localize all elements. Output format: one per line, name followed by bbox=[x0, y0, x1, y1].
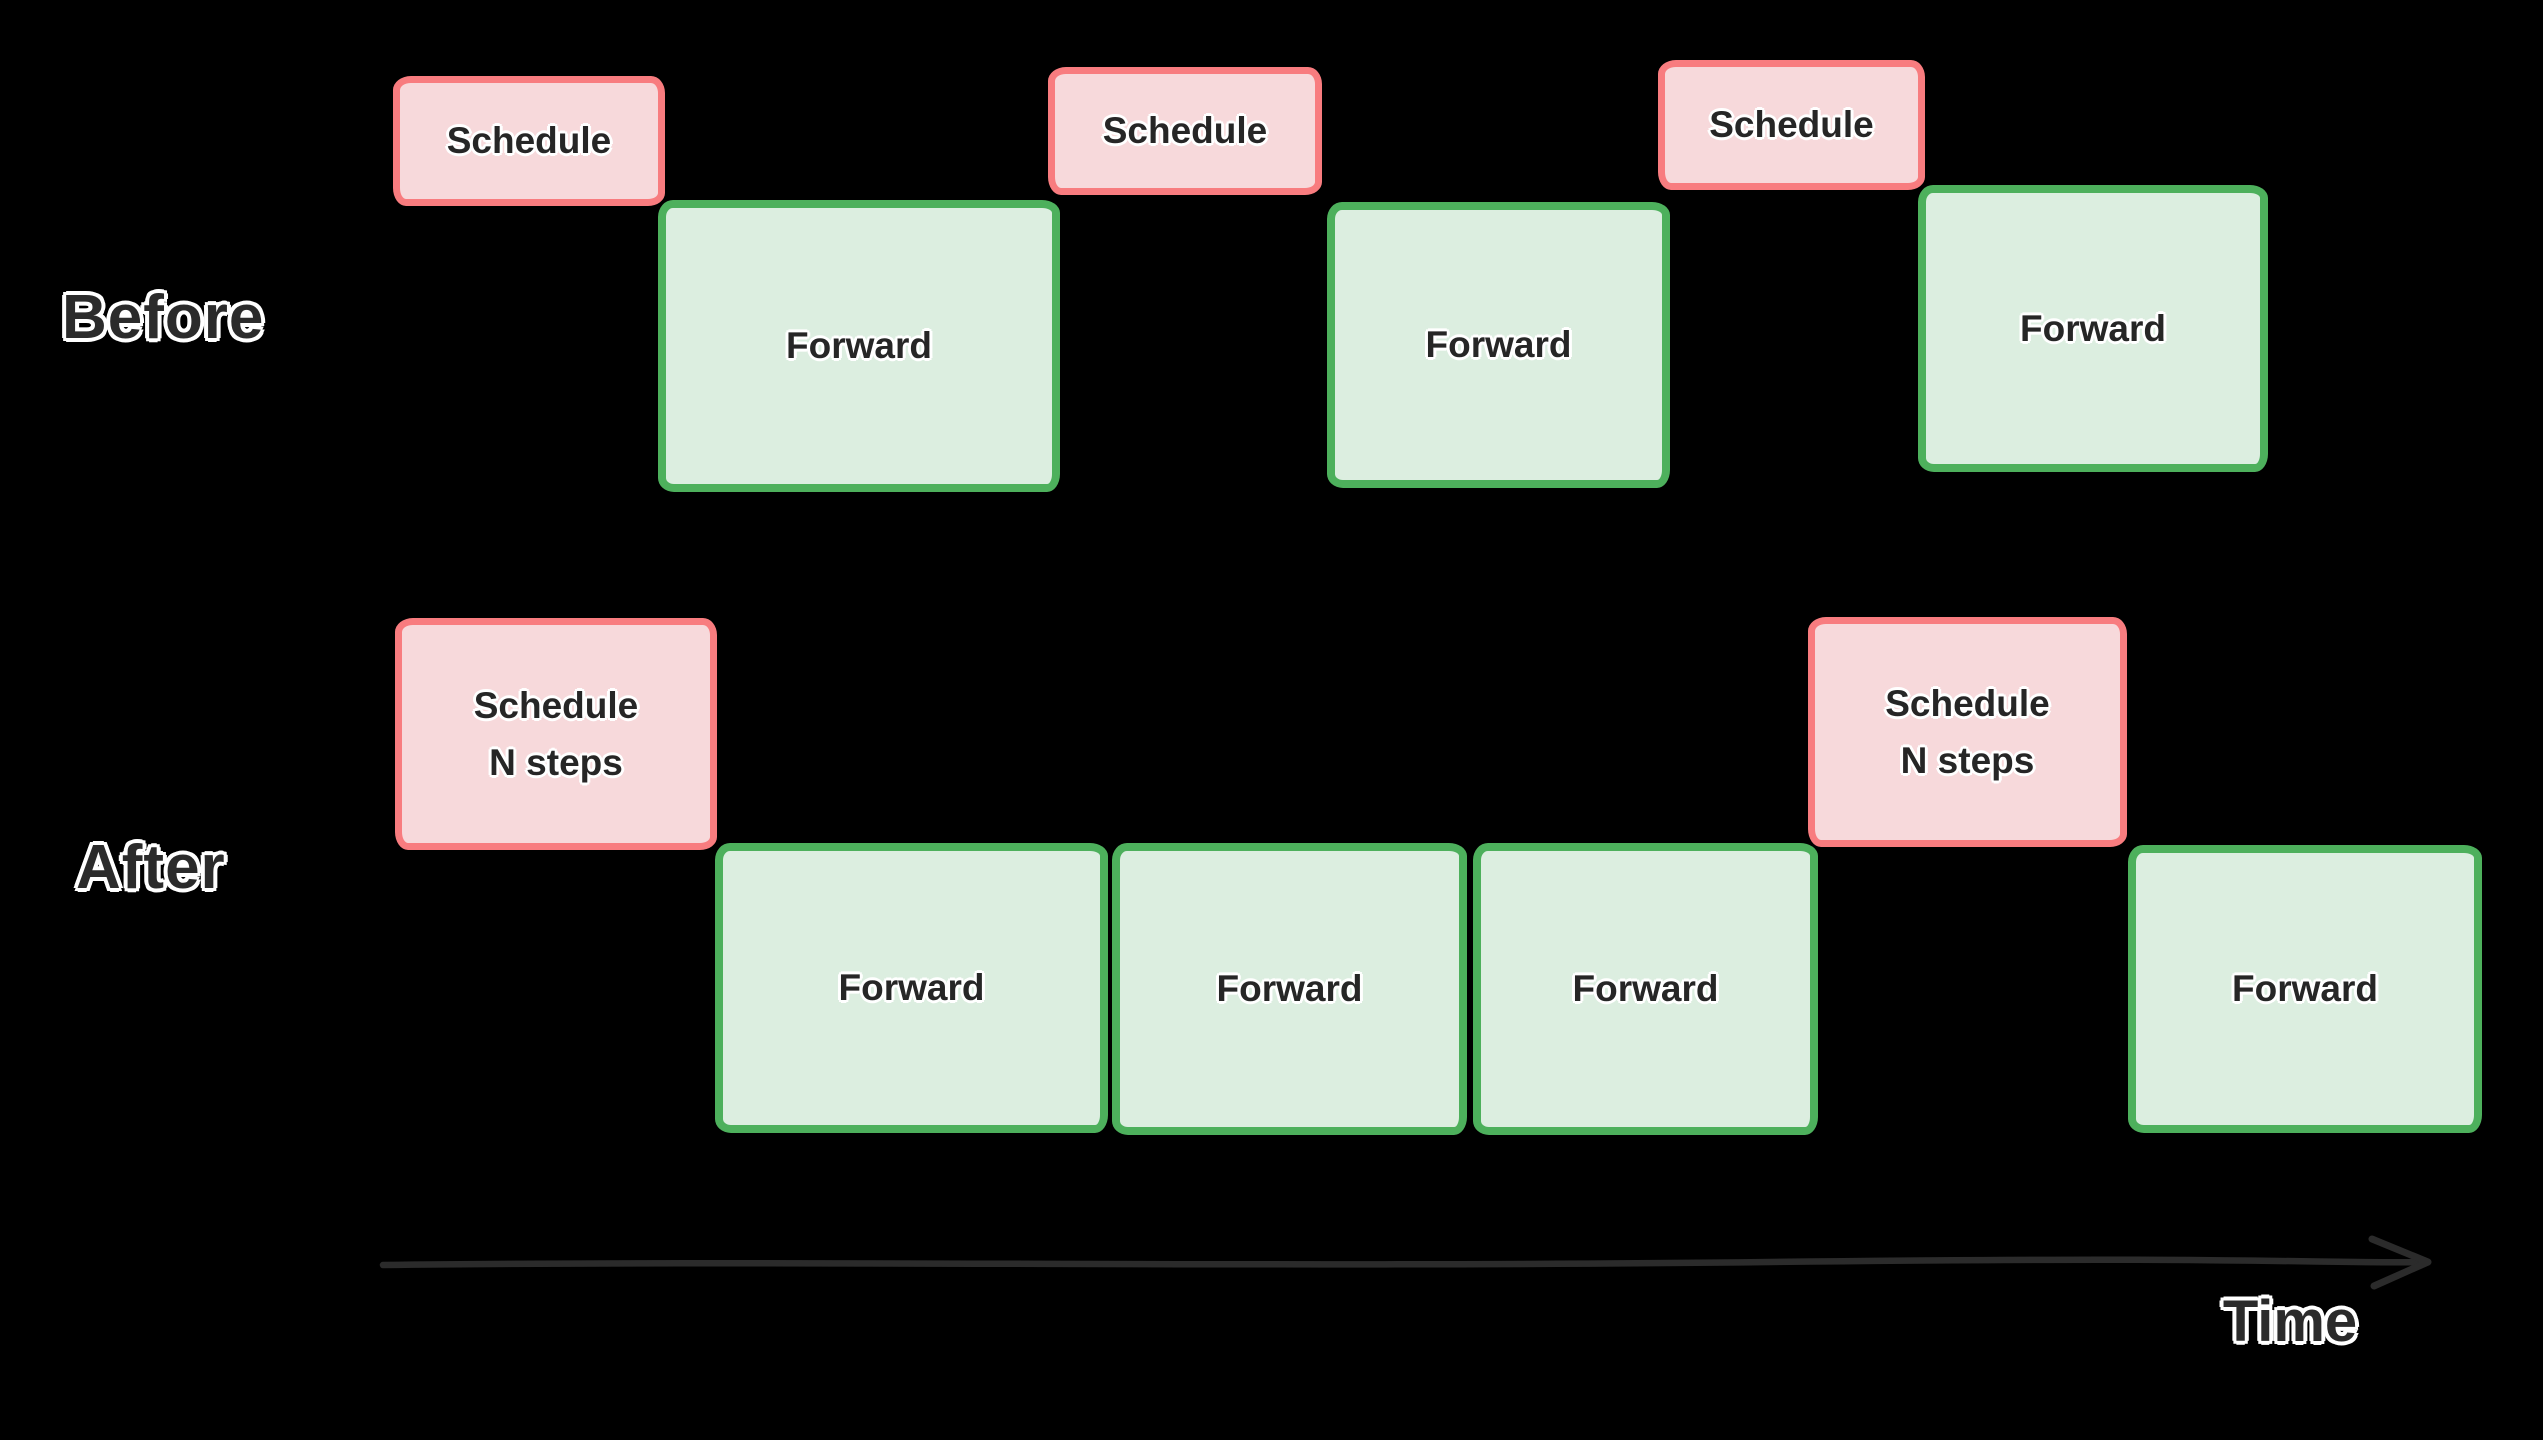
schedule-n-steps-box: Schedule N steps bbox=[395, 618, 717, 850]
schedule-box: Schedule bbox=[393, 76, 665, 206]
forward-box: Forward bbox=[2128, 845, 2482, 1133]
time-axis-arrow-icon bbox=[379, 1235, 2432, 1290]
forward-box: Forward bbox=[658, 200, 1060, 492]
after-row-label: After bbox=[76, 833, 226, 902]
time-axis-label: Time bbox=[2222, 1289, 2358, 1354]
forward-box: Forward bbox=[1327, 202, 1670, 488]
forward-box: Forward bbox=[1918, 185, 2268, 472]
before-row-label: Before bbox=[62, 283, 265, 352]
forward-box: Forward bbox=[715, 843, 1108, 1133]
schedule-n-steps-box: Schedule N steps bbox=[1808, 617, 2127, 847]
forward-box: Forward bbox=[1112, 843, 1467, 1135]
schedule-box: Schedule bbox=[1048, 67, 1322, 195]
schedule-box: Schedule bbox=[1658, 60, 1925, 190]
forward-box: Forward bbox=[1473, 843, 1818, 1135]
